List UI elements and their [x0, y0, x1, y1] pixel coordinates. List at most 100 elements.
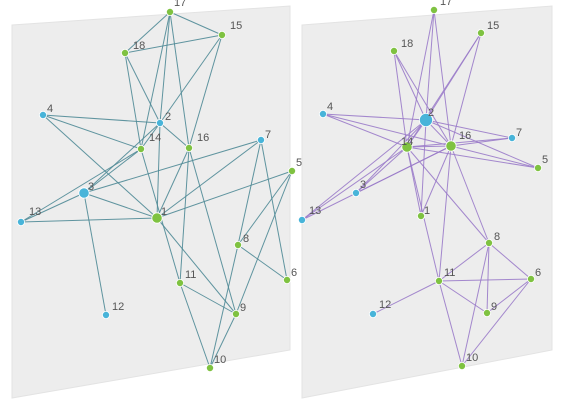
left-node-label-17: 17	[174, 0, 186, 9]
left-node-label-9: 9	[240, 302, 246, 314]
right-node-circle-3	[351, 188, 360, 197]
left-node-18: 18	[121, 40, 145, 58]
left-edge-15-2	[159, 34, 223, 124]
right-edges	[301, 9, 539, 367]
left-node-label-12: 12	[112, 301, 124, 313]
right-edge-15-2	[425, 32, 482, 121]
right-edge-11-6	[438, 278, 532, 282]
left-node-2: 2	[155, 111, 171, 128]
left-node-5: 5	[287, 157, 302, 175]
right-node-label-4: 4	[327, 101, 333, 113]
right-node-circle-9	[482, 308, 491, 317]
left-node-12: 12	[102, 301, 124, 319]
right-node-label-12: 12	[379, 299, 391, 311]
left-node-circle-4	[39, 111, 48, 120]
right-node-6: 6	[527, 267, 541, 283]
left-node-15: 15	[217, 20, 242, 39]
left-node-circle-10	[205, 363, 214, 372]
right-node-circle-1	[416, 211, 425, 220]
left-edge-17-15	[169, 11, 223, 36]
left-node-circle-1	[151, 212, 163, 224]
left-edge-15-18	[124, 34, 223, 54]
left-edge-18-14	[124, 52, 142, 150]
left-edge-2-14	[140, 122, 161, 150]
right-edge-5-16	[450, 145, 539, 169]
right-node-label-3: 3	[360, 179, 366, 191]
right-node-label-5: 5	[542, 154, 548, 166]
right-node-3: 3	[351, 179, 366, 197]
left-edge-7-6	[260, 139, 288, 281]
right-node-label-18: 18	[401, 38, 413, 50]
right-node-12: 12	[368, 299, 391, 318]
right-node-label-1: 1	[424, 205, 430, 217]
right-edge-15-16	[450, 32, 482, 147]
right-node-circle-14	[401, 141, 413, 153]
right-node-circle-2	[418, 113, 433, 128]
left-edge-17-14	[140, 11, 171, 150]
left-edge-9-10	[209, 313, 237, 369]
right-edge-3-2	[355, 119, 427, 194]
left-node-label-5: 5	[296, 157, 302, 169]
right-edge-13-2	[301, 119, 427, 221]
left-edge-7-3	[83, 139, 262, 194]
left-node-label-13: 13	[29, 206, 41, 218]
left-node-6: 6	[282, 267, 297, 284]
left-edge-16-11	[179, 147, 190, 284]
right-node-13: 13	[297, 205, 321, 224]
right-edge-13-14	[301, 146, 408, 221]
right-node-label-14: 14	[401, 136, 413, 148]
left-node-circle-12	[102, 310, 111, 319]
right-node-2: 2	[418, 107, 434, 128]
left-edge-5-9	[235, 170, 293, 315]
right-node-label-15: 15	[487, 20, 499, 32]
left-edge-5-8	[237, 170, 293, 246]
right-node-15: 15	[476, 20, 499, 37]
left-node-13: 13	[16, 206, 41, 226]
left-node-circle-11	[175, 278, 184, 287]
right-edge-16-11	[438, 145, 452, 282]
right-edge-7-2	[425, 119, 513, 139]
right-node-9: 9	[482, 301, 497, 317]
right-edge-4-2	[322, 113, 427, 121]
left-node-circle-8	[233, 240, 242, 249]
right-node-5: 5	[534, 154, 548, 172]
left-edge-13-14	[20, 148, 142, 223]
right-node-circle-15	[476, 28, 485, 37]
right-edge-6-9	[486, 278, 532, 314]
left-edge-2-3	[83, 122, 161, 194]
left-node-circle-7	[256, 135, 265, 144]
left-node-16: 16	[184, 132, 209, 152]
right-node-circle-17	[429, 6, 438, 14]
right-edge-17-16	[433, 9, 452, 147]
left-node-3: 3	[78, 181, 94, 199]
left-edge-7-1	[156, 139, 262, 219]
left-edge-1-9	[156, 217, 237, 315]
right-node-label-8: 8	[494, 231, 500, 243]
left-node-circle-17	[165, 7, 174, 16]
right-node-circle-5	[534, 163, 543, 172]
right-edge-7-16	[450, 137, 513, 147]
right-edge-11-9	[438, 280, 488, 314]
right-node-circle-7	[507, 133, 516, 142]
left-node-4: 4	[39, 103, 53, 120]
left-node-label-8: 8	[243, 233, 249, 245]
right-node-circle-13	[297, 215, 306, 224]
left-node-8: 8	[233, 233, 249, 249]
right-edge-8-9	[486, 242, 490, 314]
left-node-label-3: 3	[88, 181, 94, 193]
right-edge-8-11	[438, 242, 490, 282]
right-edge-3-14	[355, 146, 408, 194]
left-node-circle-18	[121, 49, 130, 58]
right-node-8: 8	[484, 231, 500, 247]
right-edge-8-10	[461, 242, 490, 367]
left-node-label-11: 11	[185, 269, 196, 281]
left-node-circle-13	[16, 217, 25, 226]
left-edge-17-18	[124, 11, 171, 54]
left-edge-2-16	[159, 122, 190, 149]
right-edge-8-6	[488, 242, 532, 280]
right-edge-1-2	[420, 119, 427, 217]
right-edge-18-14	[393, 50, 408, 148]
right-edge-18-2	[393, 50, 427, 121]
